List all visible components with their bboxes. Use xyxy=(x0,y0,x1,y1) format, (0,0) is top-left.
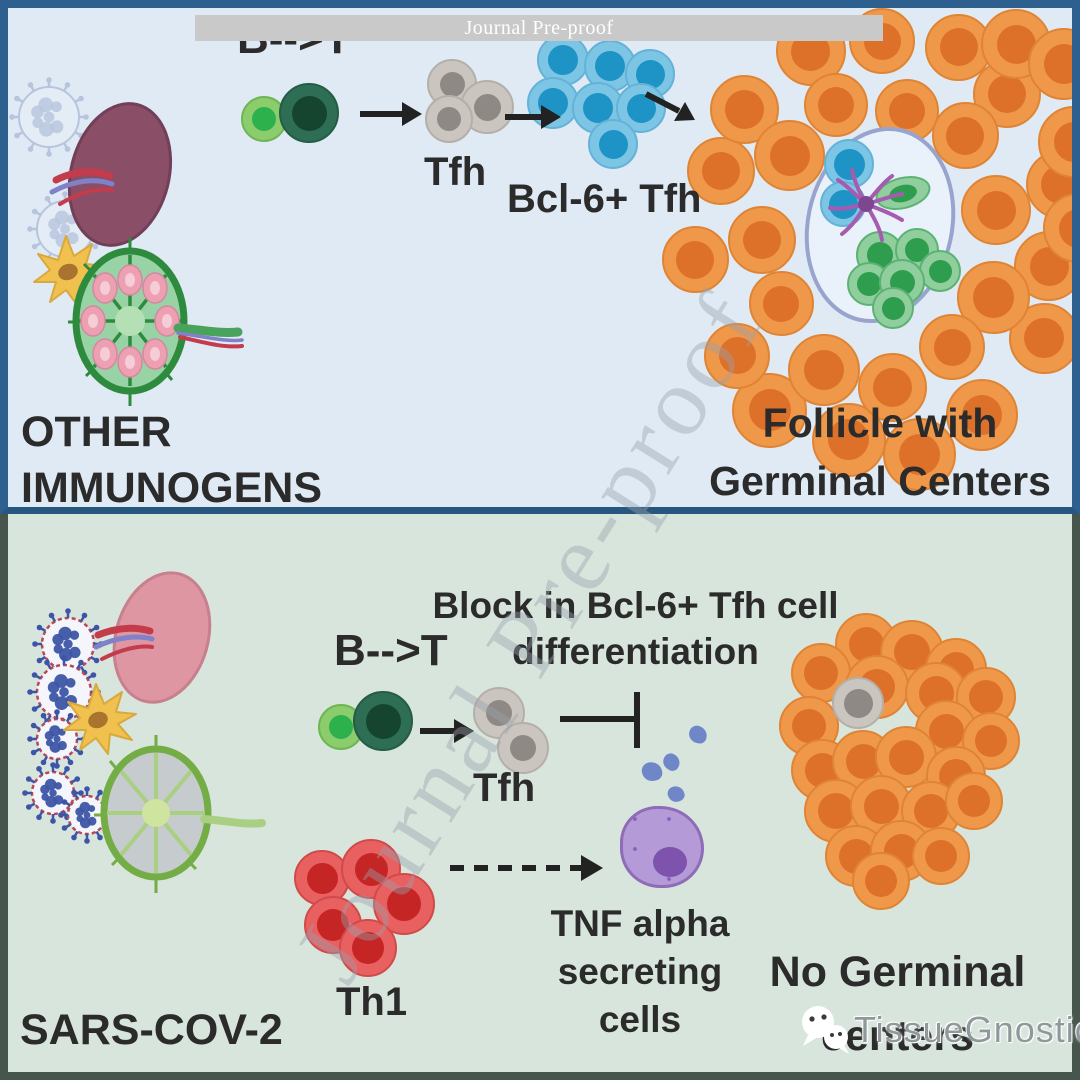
cytokine-speck-icon xyxy=(687,723,709,746)
cell xyxy=(460,80,514,134)
cell xyxy=(925,13,993,81)
cell xyxy=(661,226,729,294)
cell xyxy=(919,314,986,381)
other-immunogens-line2: IMMUNOGENS xyxy=(21,464,322,512)
dendritic-cell-icon xyxy=(58,678,138,763)
cell xyxy=(962,712,1020,770)
cytokine-speck-icon xyxy=(640,760,664,783)
cell xyxy=(931,102,999,170)
tnf-caption: TNF alpha secreting cells xyxy=(535,900,745,1044)
follicle-caption-line2: Germinal Centers xyxy=(709,458,1051,504)
germinal-center-contents xyxy=(8,8,1072,507)
tfh-label-top: Tfh xyxy=(424,150,487,194)
cell xyxy=(919,250,961,292)
cell xyxy=(497,722,549,774)
cell xyxy=(339,919,397,977)
cell xyxy=(687,136,756,205)
tnf-cell-nucleus xyxy=(653,847,687,877)
tissuegnostics-watermark: TissueGnostics xyxy=(798,1004,1080,1056)
other-immunogens-line1: OTHER xyxy=(21,408,172,456)
cell xyxy=(788,333,861,406)
panel-other-immunogens xyxy=(0,0,1080,514)
cell xyxy=(945,379,1018,452)
cell xyxy=(858,352,928,422)
tnf-caption-line3: cells xyxy=(598,999,682,1040)
th1-label: Th1 xyxy=(336,980,408,1024)
panel-sars-cov-2 xyxy=(0,514,1080,1080)
block-caption: Block in Bcl-6+ Tfh cell differentiation xyxy=(428,583,843,675)
cell xyxy=(279,83,339,143)
cell xyxy=(832,677,884,729)
cell xyxy=(852,852,910,910)
spleen-icon xyxy=(88,565,238,730)
cell xyxy=(588,119,638,169)
journal-preproof-banner: Journal Pre-proof xyxy=(195,15,883,41)
cell xyxy=(353,691,413,751)
cell xyxy=(341,839,401,899)
bt-label-bottom: B-->T xyxy=(334,626,448,675)
block-caption-line2: differentiation xyxy=(512,631,759,672)
cell xyxy=(824,139,874,189)
cytokine-speck-icon xyxy=(665,783,687,805)
sars-cov-2-virus-icon xyxy=(31,607,105,686)
spleen-icon xyxy=(40,86,190,266)
lymph-node-icon xyxy=(66,236,261,416)
cell xyxy=(961,175,1032,246)
bcl6-tfh-label: Bcl-6+ Tfh xyxy=(507,177,702,221)
cell xyxy=(945,772,1003,830)
tfh-label-bottom: Tfh xyxy=(473,766,536,810)
tnf-secreting-cell-icon xyxy=(620,806,704,888)
cell xyxy=(727,206,796,275)
follicle-caption: Follicle with Germinal Centers xyxy=(700,394,1060,510)
cell xyxy=(912,827,970,885)
cell xyxy=(811,402,886,477)
follicular-dendritic-cell-icon xyxy=(824,164,914,259)
cell xyxy=(748,271,814,337)
bottom-panel-graphics-layer xyxy=(8,514,1072,1072)
tnf-caption-line2: secreting xyxy=(557,951,723,992)
block-caption-line1: Block in Bcl-6+ Tfh cell xyxy=(432,585,839,626)
cell xyxy=(704,322,771,389)
cell xyxy=(425,95,473,143)
chat-bubbles-icon xyxy=(802,1006,849,1054)
cell xyxy=(872,287,914,329)
cell xyxy=(732,372,808,448)
top-panel-graphics-layer xyxy=(8,8,1072,507)
tnf-caption-line1: TNF alpha xyxy=(550,903,730,944)
cell xyxy=(804,73,869,138)
tissuegnostics-text: TissueGnostics xyxy=(854,1009,1080,1050)
banner-title: Journal Pre-proof xyxy=(464,16,614,39)
other-immunogens-label: OTHER IMMUNOGENS xyxy=(21,404,361,516)
follicle-caption-line1: Follicle with xyxy=(762,400,998,446)
no-gc-caption-line1: No Germinal xyxy=(769,948,1026,996)
cytokine-speck-icon xyxy=(660,750,683,774)
lymph-node-empty-icon xyxy=(86,735,281,905)
sars-cov-2-label: SARS-COV-2 xyxy=(20,1006,283,1054)
cell xyxy=(883,417,956,491)
